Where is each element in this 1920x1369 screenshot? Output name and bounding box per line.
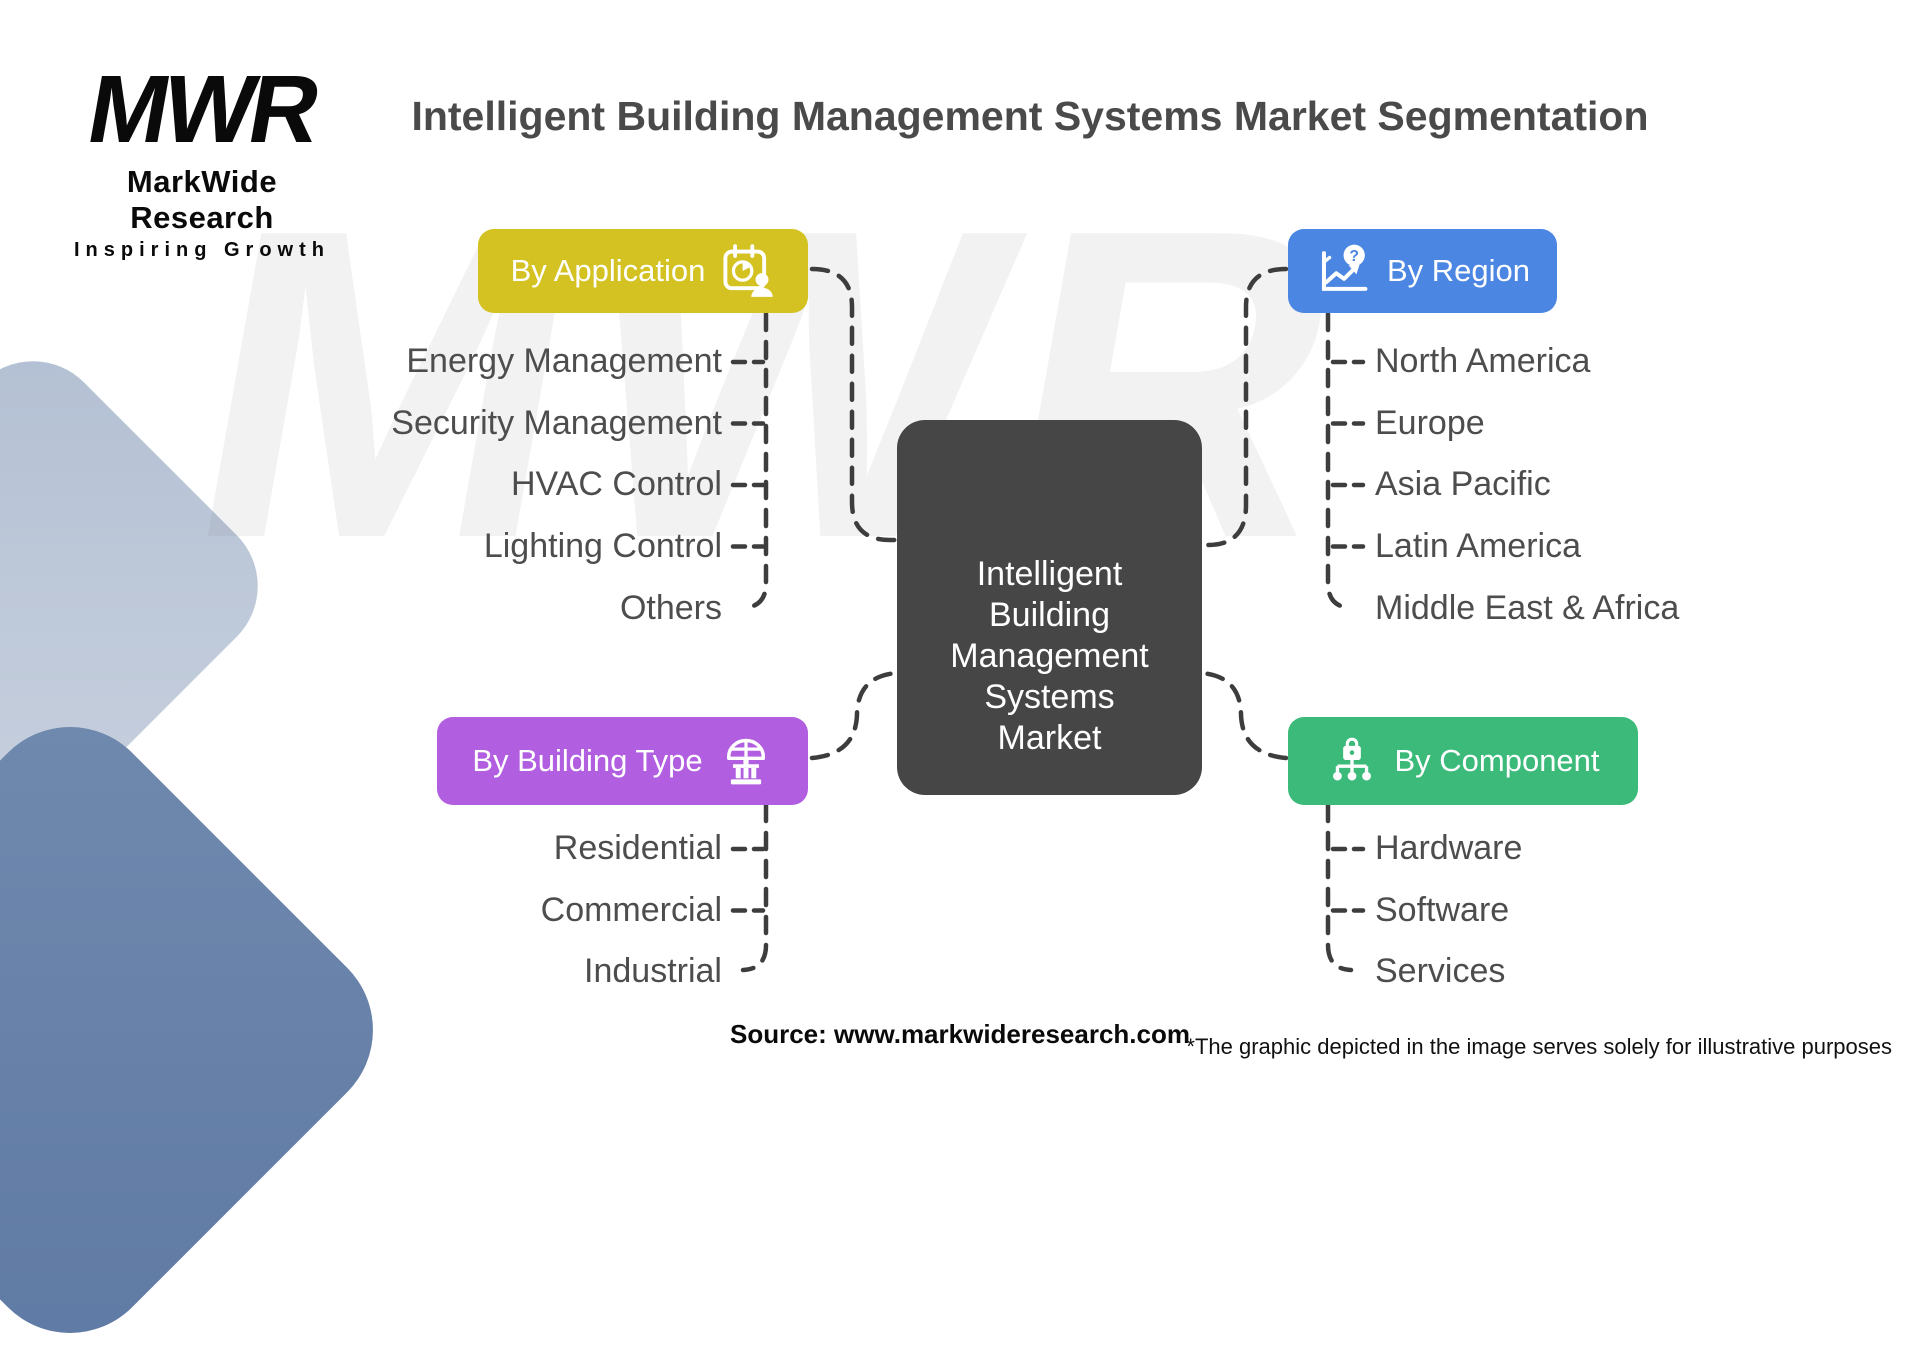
badge-by-application-label: By Application — [510, 253, 706, 288]
list-item: Security Management — [391, 403, 722, 442]
connector-building-node — [809, 670, 900, 761]
list-item: Commercial — [540, 890, 722, 929]
connector-component-node — [1198, 670, 1289, 761]
logo-monogram: MWR — [80, 56, 324, 163]
badge-by-region-label: By Region — [1386, 253, 1531, 288]
logo-tagline: Inspiring Growth — [74, 238, 330, 261]
list-item: Services — [1375, 952, 1506, 991]
infographic-canvas: { "header": { "logo": { "mark": "MWR", "… — [0, 56, 1892, 1369]
lock-network-icon — [1326, 735, 1378, 787]
badge-by-component: By Component — [1288, 717, 1638, 805]
badge-by-building-type-label: By Building Type — [472, 743, 703, 778]
logo-name: MarkWide Research — [126, 163, 278, 235]
list-item: Industrial — [584, 952, 722, 991]
disclaimer-note: *The graphic depicted in the image serve… — [1186, 1034, 1892, 1059]
list-item: Latin America — [1375, 527, 1581, 566]
markwide-logo: MWR MarkWide Research Inspiring Growth — [52, 56, 352, 262]
badge-by-component-label: By Component — [1394, 743, 1600, 778]
list-item: Middle East & Africa — [1375, 588, 1680, 627]
list-item: Energy Management — [406, 342, 722, 381]
central-market-node: Intelligent Building Management Systems … — [897, 420, 1202, 795]
chart-question-icon: ? — [1315, 243, 1371, 299]
dome-building-icon — [719, 734, 773, 788]
badge-by-region: ? By Region — [1288, 229, 1557, 313]
list-item: Others — [619, 588, 722, 627]
spine-building — [740, 802, 769, 973]
calendar-pie-person-icon — [721, 243, 775, 299]
svg-text:?: ? — [1349, 248, 1359, 265]
list-item: HVAC Control — [511, 465, 722, 504]
spine-component — [1325, 802, 1354, 973]
list-item: Europe — [1375, 403, 1485, 442]
list-item: Hardware — [1375, 829, 1523, 868]
badge-by-application: By Application — [478, 229, 808, 313]
page-title: Intelligent Building Management Systems … — [411, 93, 1649, 139]
badge-by-building-type: By Building Type — [437, 717, 808, 805]
source-credit: Source: www.markwideresearch.com — [729, 1019, 1190, 1049]
list-item: Residential — [553, 829, 722, 868]
list-item: Asia Pacific — [1375, 465, 1551, 504]
decor-dark-diamond — [0, 690, 410, 1369]
list-item: Software — [1375, 890, 1510, 929]
list-item: Lighting Control — [483, 527, 722, 566]
list-item: North America — [1375, 342, 1591, 381]
